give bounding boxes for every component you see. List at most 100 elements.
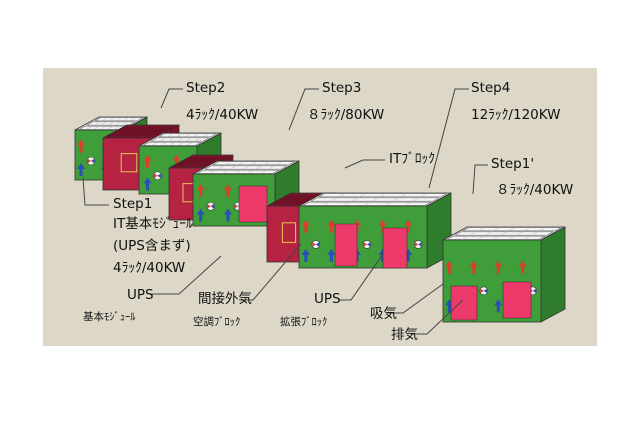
rack-slot	[331, 197, 338, 202]
intake-arrow-icon	[469, 260, 478, 274]
rack-slot	[384, 201, 391, 206]
rack-slot	[176, 137, 184, 142]
step1-spec: 4ﾗｯｸ/40KW	[113, 260, 186, 276]
intake-arrow-icon	[494, 260, 503, 274]
exhaust-arrow-icon	[77, 163, 85, 176]
fan-blade	[210, 204, 215, 209]
rack-slot	[176, 133, 183, 138]
step1p-title: Step1'	[491, 156, 535, 172]
rack-slot	[339, 193, 346, 198]
fan-blade	[363, 242, 367, 247]
rack-slot	[122, 117, 130, 122]
rack-slot	[168, 141, 176, 146]
fan-icon	[153, 171, 162, 181]
step2-spec: 4ﾗｯｸ/40KW	[186, 107, 259, 123]
rack-slot	[477, 235, 484, 240]
rack-slot	[371, 197, 379, 202]
side-face	[540, 226, 566, 323]
rack-slot	[263, 161, 270, 166]
rack-slot	[470, 231, 477, 236]
rack-slot	[160, 141, 167, 146]
rack-slot	[255, 165, 262, 170]
rack-slot	[93, 121, 101, 126]
step4-title: Step4	[471, 80, 511, 96]
ups-door	[281, 222, 297, 243]
rack-slot	[524, 227, 531, 232]
rack-slot	[276, 161, 283, 166]
fan-blade	[153, 173, 158, 178]
fan-blade	[414, 242, 419, 247]
step3-title: Step3	[322, 80, 362, 96]
leader-line	[411, 299, 464, 335]
step4-spec: 12ﾗｯｸ/120KW	[471, 107, 561, 123]
rack-slot	[92, 125, 100, 130]
intake-arrow-icon	[196, 184, 205, 198]
rack-slot	[225, 161, 232, 166]
rack-slot	[363, 201, 371, 206]
intake-arrow-icon	[378, 219, 387, 233]
step1-line2: (UPS含まず)	[113, 238, 191, 254]
rack-slot	[177, 141, 184, 146]
rack-slot	[113, 125, 121, 130]
leader-lines	[82, 88, 488, 335]
intake-arrow-icon	[143, 154, 152, 168]
step1p-spec: ８ﾗｯｸ/40KW	[496, 182, 574, 198]
rack-slot	[531, 231, 538, 236]
rack-slot	[343, 201, 350, 206]
rack-slot	[167, 133, 174, 138]
rack-slot	[234, 169, 242, 174]
rack-slot	[85, 125, 93, 130]
exhaust-arrow-icon	[301, 248, 310, 262]
base-module-label: 基本ﾓｼﾞｭｰﾙ	[83, 311, 136, 323]
rack-slot	[115, 117, 123, 122]
rack-slot	[230, 165, 237, 170]
exhaust-arrow-icon	[143, 177, 152, 191]
rack-slot	[478, 227, 485, 232]
rack-slot	[359, 193, 366, 198]
rack-slot	[222, 169, 229, 174]
rack-slot	[100, 121, 108, 126]
rack-slot	[238, 161, 245, 166]
exhaust-arrow-icon	[494, 299, 503, 313]
module-illustration	[74, 88, 566, 335]
leader-line	[428, 88, 469, 189]
modules-group	[74, 116, 566, 323]
rack-slot	[151, 141, 158, 146]
pink-panel	[238, 185, 268, 223]
leader-line	[387, 283, 444, 314]
rack-slot	[242, 165, 250, 170]
intake-arrow-icon	[404, 219, 413, 233]
leader-line	[472, 164, 488, 195]
diagram-canvas: Step2 4ﾗｯｸ/40KW Step3 ８ﾗｯｸ/80KW Step4 12…	[43, 68, 597, 346]
leader-line	[151, 255, 222, 295]
rack-slot	[323, 201, 330, 206]
intake-arrow-icon	[224, 184, 232, 198]
step3-spec: ８ﾗｯｸ/80KW	[307, 107, 385, 123]
rack-slot	[99, 125, 107, 130]
fan-blade	[315, 242, 320, 247]
rack-slot	[202, 133, 209, 138]
rack-slot	[493, 227, 500, 232]
rack-slot	[185, 137, 192, 142]
leader-line	[160, 88, 183, 109]
rack-slot	[492, 235, 500, 240]
fan-blade	[480, 288, 484, 293]
intake-arrow-icon	[327, 219, 336, 233]
rack-slot	[523, 235, 530, 240]
ups-left-label: UPS	[127, 287, 154, 303]
rack-slot	[247, 169, 254, 174]
expansion-block-label: 拡張ﾌﾞﾛｯｸ	[280, 316, 328, 328]
intake-label: 吸気	[370, 306, 397, 322]
step2-title: Step2	[186, 80, 226, 96]
rack-slot	[420, 193, 427, 198]
fan-blade	[532, 288, 537, 293]
intake-arrow-icon	[518, 260, 527, 274]
leader-line	[82, 177, 109, 206]
rack-slot	[209, 169, 216, 174]
ups-door	[120, 153, 138, 173]
fan-blade	[91, 159, 95, 163]
step1-line1: IT基本ﾓｼﾞｭｰﾙ	[113, 216, 193, 232]
rack-slot	[539, 227, 546, 232]
leader-line	[288, 88, 319, 131]
exhaust-arrow-icon	[196, 208, 205, 222]
